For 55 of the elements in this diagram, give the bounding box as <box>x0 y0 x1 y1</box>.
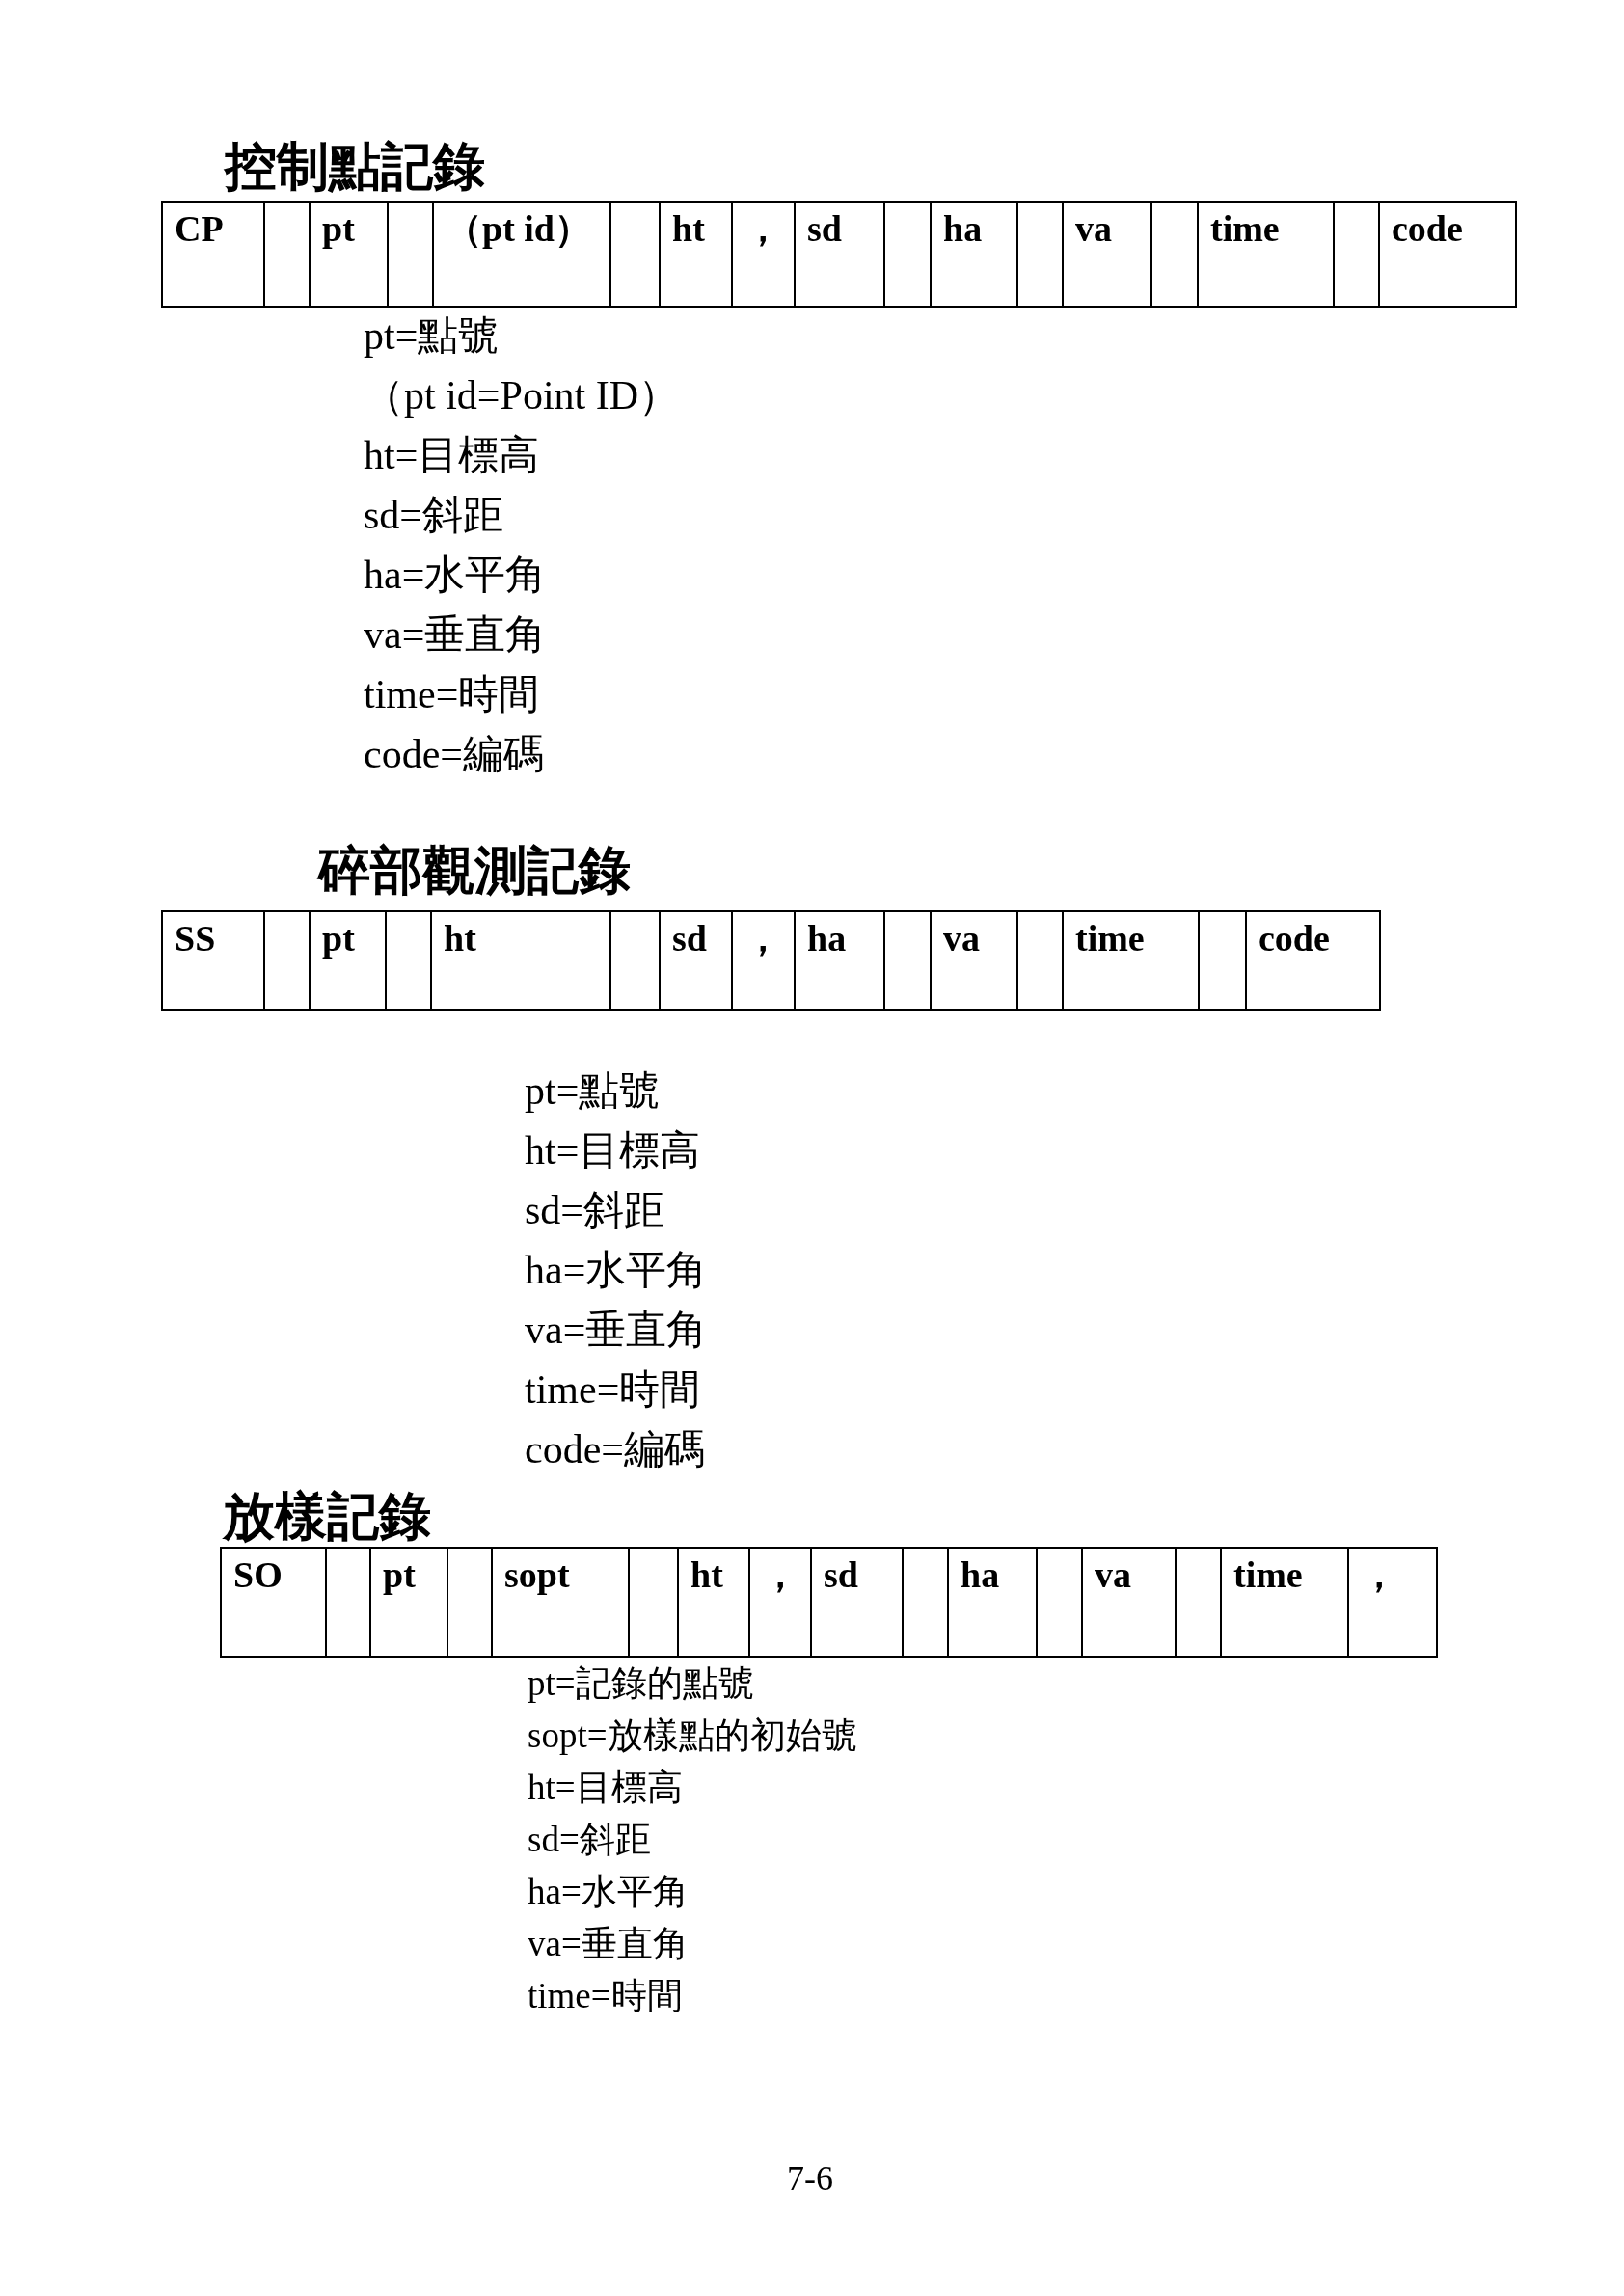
definition-text: sd=斜距 <box>364 495 504 535</box>
definition-text: time=時間 <box>525 1369 701 1410</box>
definition-text: sd=斜距 <box>528 1822 651 1857</box>
table-cell: CP <box>161 201 265 308</box>
definition-text: time=時間 <box>364 674 540 715</box>
page-number: 7-6 <box>787 2161 833 2196</box>
table-cell: sopt <box>491 1547 630 1658</box>
table-cell: ， <box>1347 1547 1438 1658</box>
table-cell: va <box>1062 201 1152 308</box>
section-heading: 控制點記錄 <box>225 141 485 193</box>
definition-text: va=垂直角 <box>528 1926 689 1961</box>
definition-text: ha=水平角 <box>525 1250 708 1290</box>
definition-text: ht=目標高 <box>528 1769 683 1805</box>
definition-text: ha=水平角 <box>528 1874 689 1909</box>
definition-text: code=編碼 <box>364 734 544 774</box>
table-cell: sd <box>810 1547 904 1658</box>
table-cell: sd <box>659 910 733 1011</box>
definition-text: sd=斜距 <box>525 1190 665 1230</box>
table-cell: ， <box>731 201 796 308</box>
definition-text: time=時間 <box>528 1978 683 2013</box>
table-cell: pt <box>309 201 389 308</box>
table-cell: time <box>1197 201 1335 308</box>
table-cell: （pt id） <box>432 201 611 308</box>
table-cell: code <box>1245 910 1381 1011</box>
table-cell: ， <box>748 1547 812 1658</box>
table-cell: va <box>1081 1547 1177 1658</box>
table-cell: time <box>1062 910 1200 1011</box>
table-cell: code <box>1378 201 1517 308</box>
definition-text: ha=水平角 <box>364 554 547 595</box>
section-heading: 碎部觀測記錄 <box>318 845 631 897</box>
table-cell: ht <box>430 910 611 1011</box>
definition-text: pt=點號 <box>525 1070 661 1111</box>
table-cell: SS <box>161 910 265 1011</box>
definition-text: （pt id=Point ID） <box>364 375 680 416</box>
definition-text: va=垂直角 <box>364 614 547 655</box>
table-cell: va <box>930 910 1018 1011</box>
table-cell: time <box>1220 1547 1349 1658</box>
table-cell: ht <box>677 1547 750 1658</box>
definition-text: va=垂直角 <box>525 1310 708 1350</box>
table-cell: ha <box>930 201 1018 308</box>
definition-text: pt=記錄的點號 <box>528 1665 754 1701</box>
table-cell: sd <box>794 201 885 308</box>
table-cell: pt <box>369 1547 448 1658</box>
table-cell: ht <box>659 201 733 308</box>
table-cell: SO <box>220 1547 327 1658</box>
table-cell: ha <box>947 1547 1038 1658</box>
table-cell: ， <box>731 910 796 1011</box>
table-cell: ha <box>794 910 885 1011</box>
definition-text: ht=目標高 <box>525 1130 701 1171</box>
definition-text: sopt=放樣點的初始號 <box>528 1717 857 1753</box>
definition-text: ht=目標高 <box>364 435 540 475</box>
definition-text: pt=點號 <box>364 315 500 356</box>
definition-text: code=編碼 <box>525 1429 705 1470</box>
section-heading: 放樣記錄 <box>223 1491 431 1543</box>
table-cell: pt <box>309 910 387 1011</box>
